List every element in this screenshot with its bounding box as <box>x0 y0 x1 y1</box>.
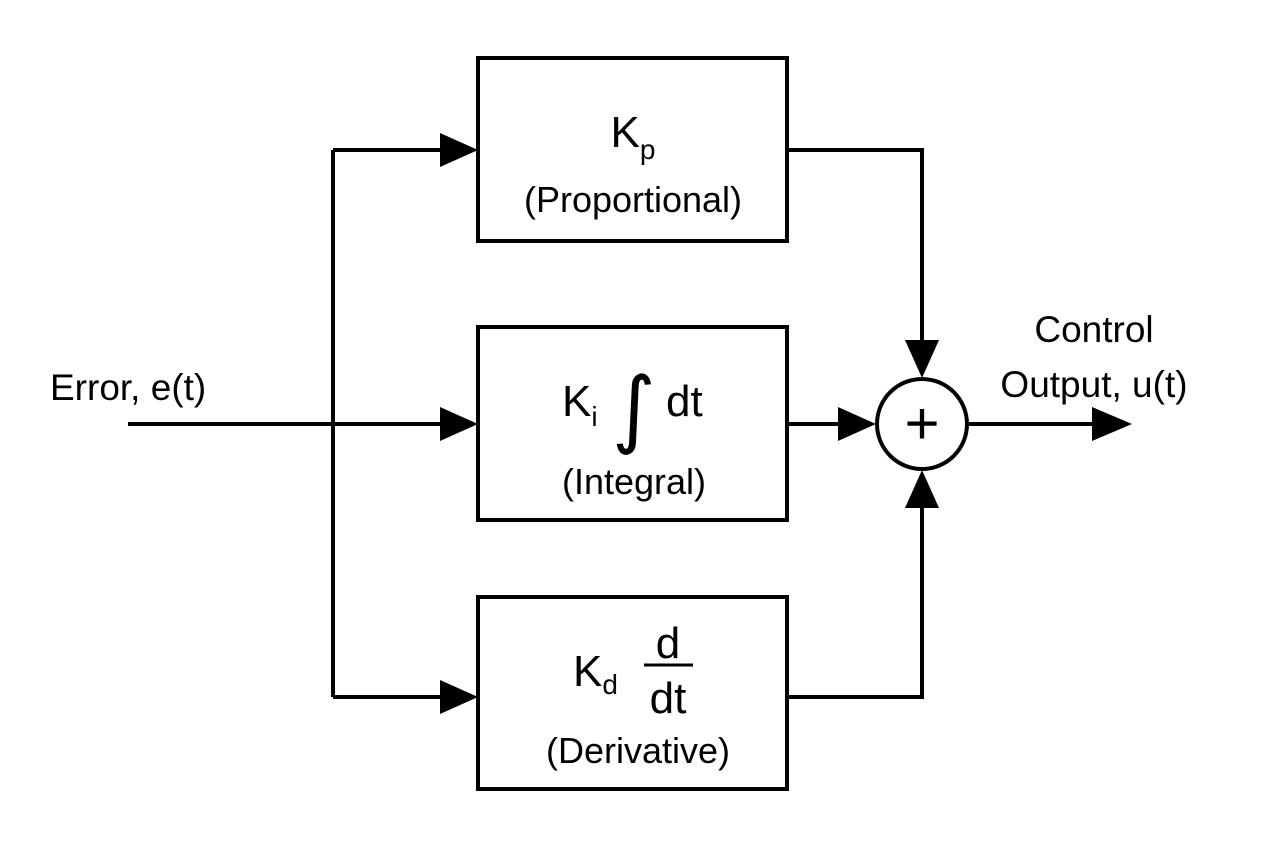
integral-block: Ki ∫ dt (Integral) <box>476 325 789 522</box>
wire-proportional-to-sum <box>787 148 924 348</box>
integral-description: (Integral) <box>562 461 706 502</box>
proportional-box <box>476 56 789 243</box>
derivative-block: Kd d dt (Derivative) <box>476 595 789 791</box>
integral-gain: Ki <box>562 377 598 432</box>
derivative-gain: Kd <box>573 647 618 700</box>
proportional-gain: Kp <box>611 108 656 165</box>
arrow-proportional-into-sum <box>905 340 939 378</box>
derivative-box <box>476 595 789 791</box>
arrowheads <box>440 133 1132 714</box>
integral-sign: ∫ <box>612 359 656 457</box>
arrow-into-proportional <box>440 133 478 167</box>
wires <box>128 148 1100 699</box>
proportional-description: (Proportional) <box>524 179 742 220</box>
derivative-description: (Derivative) <box>546 730 730 771</box>
arrow-output <box>1092 407 1132 441</box>
input-label: Error, e(t) <box>50 367 206 408</box>
arrow-into-integral <box>440 407 478 441</box>
summing-junction: + <box>875 377 969 471</box>
summing-junction-circle <box>875 377 969 471</box>
plus-icon: + <box>904 390 939 457</box>
arrow-into-derivative <box>440 680 478 714</box>
proportional-block: Kp (Proportional) <box>476 56 789 243</box>
integral-box <box>476 325 789 522</box>
derivative-denominator: dt <box>650 674 687 723</box>
arrow-integral-into-sum <box>838 407 876 441</box>
output-label-line2: Output, u(t) <box>1000 364 1187 405</box>
arrow-derivative-into-sum <box>905 470 939 508</box>
integral-operator-text: dt <box>666 377 703 426</box>
wire-derivative-to-sum <box>787 500 924 699</box>
output-label-line1: Control <box>1034 309 1153 350</box>
derivative-numerator: d <box>656 619 680 668</box>
